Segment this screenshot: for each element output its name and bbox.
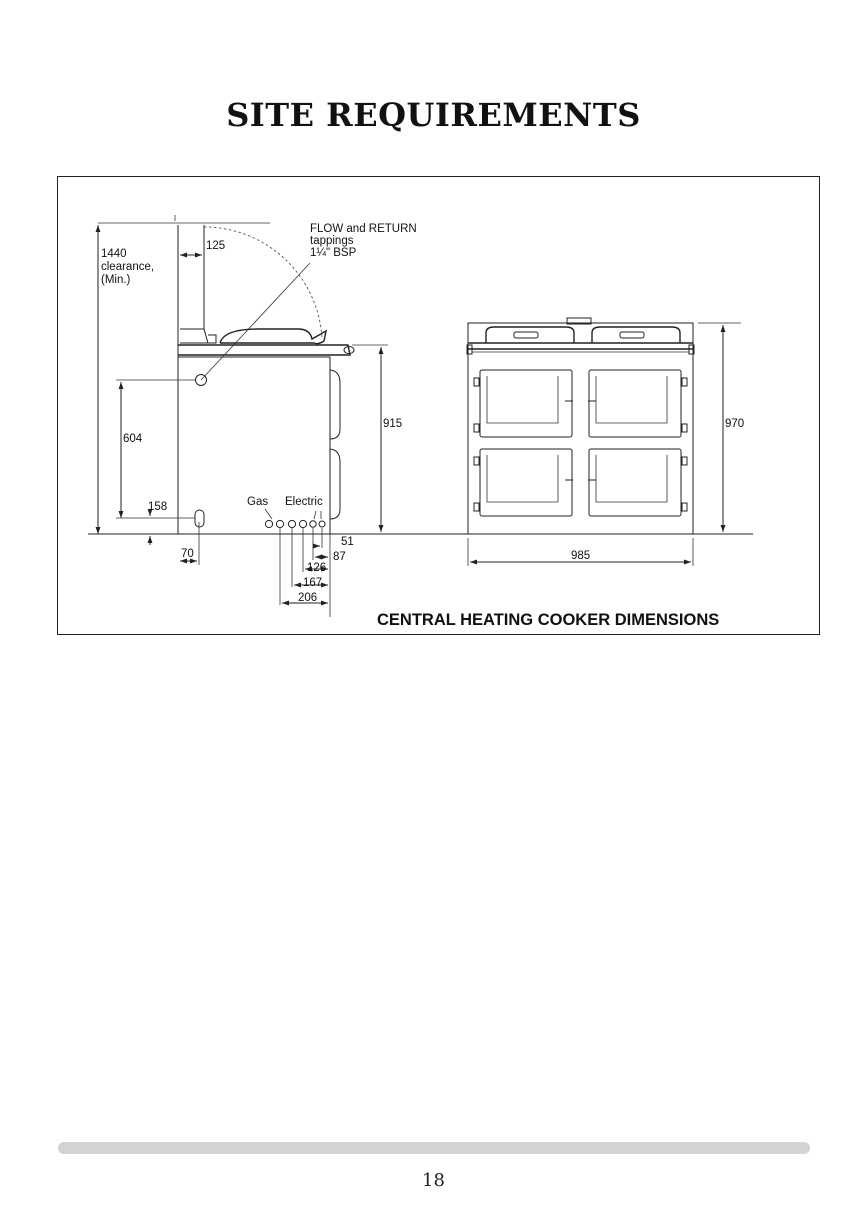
front-lid-left bbox=[485, 326, 575, 343]
dim-206: 206 bbox=[298, 592, 317, 604]
dim-985: 985 bbox=[571, 550, 590, 562]
flow-return-tapping bbox=[195, 374, 207, 386]
dim-970: 970 bbox=[725, 418, 744, 430]
clearance-value-label: 1440 bbox=[101, 248, 127, 260]
page-title: SITE REQUIREMENTS bbox=[226, 96, 641, 134]
cooker-dimensions-diagram: 1440 clearance, (Min.) 125 FLOW and RETU… bbox=[88, 215, 753, 629]
front-door-bottom-right bbox=[588, 448, 682, 517]
front-door-top-left bbox=[479, 369, 573, 438]
page-number: 18 bbox=[422, 1170, 445, 1191]
tappings-label: tappings bbox=[310, 235, 354, 247]
front-dimensions bbox=[467, 322, 741, 566]
dim-125: 125 bbox=[206, 240, 225, 252]
side-slot bbox=[194, 509, 205, 528]
front-door-bottom-left bbox=[479, 448, 573, 517]
clearance-label: clearance, bbox=[101, 261, 154, 273]
cooker-body bbox=[178, 356, 331, 534]
front-lid-right bbox=[591, 326, 681, 343]
lid-swing-arc bbox=[203, 226, 323, 340]
front-view bbox=[466, 317, 695, 535]
bsp-label: 1¼" BSP bbox=[310, 247, 357, 259]
dim-167: 167 bbox=[303, 577, 322, 589]
side-view bbox=[98, 215, 355, 534]
front-door-top-right bbox=[588, 369, 682, 438]
dim-51: 51 bbox=[341, 536, 354, 548]
footer-bar bbox=[58, 1142, 810, 1154]
flow-return-label: FLOW and RETURN bbox=[310, 223, 417, 235]
dim-126: 126 bbox=[307, 562, 326, 574]
tapping-leader bbox=[200, 262, 311, 381]
electric-connection bbox=[309, 520, 317, 528]
gas-label: Gas bbox=[247, 496, 268, 508]
electric-label: Electric bbox=[285, 496, 323, 508]
dimensions-figure: 1440 clearance, (Min.) 125 FLOW and RETU… bbox=[57, 176, 820, 635]
clearance-min-label: (Min.) bbox=[101, 274, 131, 286]
side-dimensions bbox=[95, 225, 388, 617]
dim-158: 158 bbox=[148, 501, 167, 513]
dim-87: 87 bbox=[333, 551, 346, 563]
hotplate-lid bbox=[219, 328, 327, 345]
gas-connection bbox=[264, 519, 274, 529]
oven-door-upper bbox=[329, 369, 341, 440]
dim-70: 70 bbox=[181, 548, 194, 560]
front-body bbox=[467, 322, 694, 535]
dim-915: 915 bbox=[383, 418, 402, 430]
figure-caption: CENTRAL HEATING COOKER DIMENSIONS bbox=[377, 611, 719, 629]
dim-604: 604 bbox=[123, 433, 143, 445]
oven-door-lower bbox=[329, 448, 341, 520]
